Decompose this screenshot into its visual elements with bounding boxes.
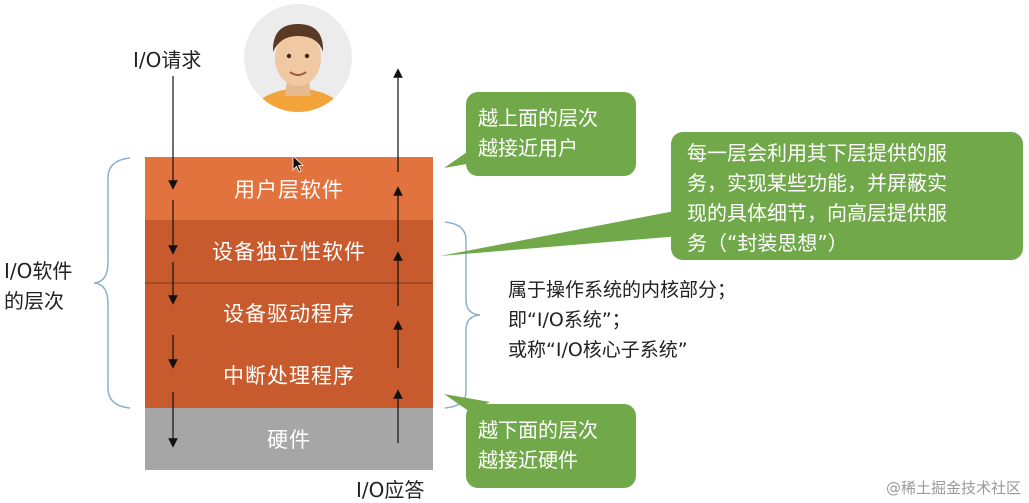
callout-right-line-3: 现的具体细节，向高层提供服 (687, 201, 947, 225)
layer-device-independent-label: 设备独立性软件 (212, 240, 366, 264)
io-software-levels-line-2: 的层次 (4, 289, 64, 313)
callout-right-line-4: 务（“封装思想”） (687, 231, 848, 255)
callout-bottom-line-1: 越下面的层次 (478, 418, 598, 442)
watermark: @稀土掘金技术社区 (885, 479, 1021, 497)
callout-top-line-1: 越上面的层次 (478, 106, 598, 130)
callout-right-line-2: 务，实现某些功能，并屏蔽实 (687, 171, 947, 195)
mouse-cursor-icon (292, 155, 305, 173)
layer-driver-and-interrupt: 设备驱动程序 中断处理程序 (145, 282, 433, 408)
callout-encapsulation: 每一层会利用其下层提供的服 务，实现某些功能，并屏蔽实 现的具体细节，向高层提供… (671, 132, 1023, 260)
kernel-note-line-1: 属于操作系统的内核部分； (508, 279, 737, 301)
layer-user-software: 用户层软件 (145, 157, 433, 220)
callout-right-line-1: 每一层会利用其下层提供的服 (687, 141, 947, 165)
io-response-label: I/O应答 (356, 478, 425, 502)
callout-closer-to-hardware: 越下面的层次 越接近硬件 (466, 404, 636, 488)
kernel-note-line-2: 即“I/O系统”； (508, 309, 631, 331)
callout-top-line-2: 越接近用户 (478, 136, 578, 160)
io-request-label: I/O请求 (133, 48, 202, 72)
io-software-levels-label: I/O软件 的层次 (4, 256, 72, 316)
kernel-part-note: 属于操作系统的内核部分； 即“I/O系统”； 或称“I/O核心子系统” (508, 275, 736, 365)
layer-interrupt-handler-label: 中断处理程序 (223, 364, 355, 388)
layer-device-driver-label: 设备驱动程序 (223, 302, 355, 326)
callout-right-tail (440, 210, 680, 256)
io-software-levels-line-1: I/O软件 (4, 259, 73, 283)
layer-hardware-label: 硬件 (267, 428, 311, 452)
layer-hardware: 硬件 (145, 408, 433, 470)
layer-device-independent-software: 设备独立性软件 (145, 220, 433, 282)
user-avatar (244, 4, 352, 112)
callout-bottom-line-2: 越接近硬件 (478, 448, 578, 472)
callout-closer-to-user: 越上面的层次 越接近用户 (466, 92, 636, 176)
kernel-note-line-3: 或称“I/O核心子系统” (508, 339, 688, 361)
software-levels-brace (93, 157, 131, 409)
layer-user-software-label: 用户层软件 (234, 177, 344, 202)
